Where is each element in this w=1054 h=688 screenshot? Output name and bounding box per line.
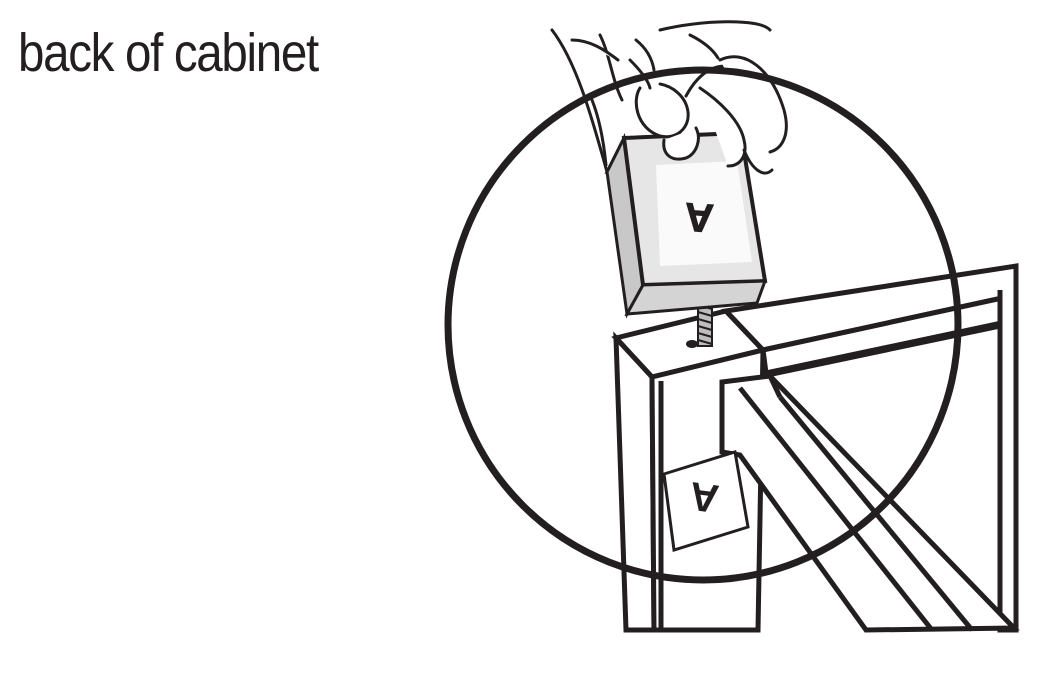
magnifier-circle-icon (444, 66, 962, 584)
bolt-hole (686, 340, 698, 348)
part-a-sticker-label: A (687, 473, 722, 521)
part-a-block-label: A (683, 194, 715, 240)
part-a-sticker: A (662, 450, 750, 552)
cabinet-diagonal-brace (719, 373, 1020, 633)
page-title: back of cabinet (18, 23, 319, 83)
